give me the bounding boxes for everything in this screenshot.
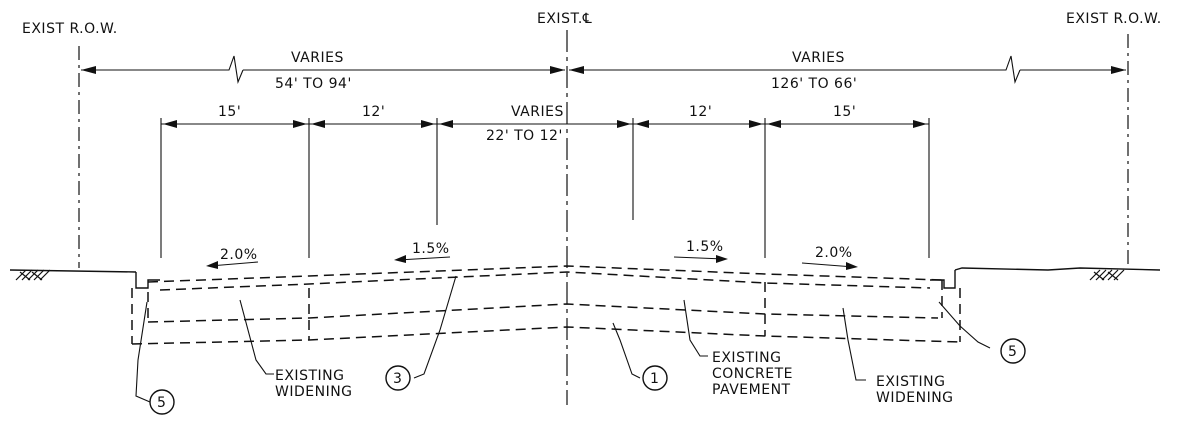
shoulder-left-width: 15' xyxy=(218,104,241,120)
overall-dimension-left xyxy=(81,55,565,85)
existing-widening-right-2: WIDENING xyxy=(876,390,954,406)
slope-left-outer: 2.0% xyxy=(220,247,258,263)
pavement-section xyxy=(131,265,961,345)
existing-concrete-1: EXISTING xyxy=(712,350,781,366)
existing-concrete-3: PAVEMENT xyxy=(712,382,791,398)
callout-5-left: 5 xyxy=(149,389,175,415)
overall-dimension-right xyxy=(569,55,1126,85)
shoulder-right-width: 15' xyxy=(833,104,856,120)
lane-dimension-line xyxy=(161,120,929,128)
centerline-label: EXIST.℄ xyxy=(537,11,592,27)
callout-3: 3 xyxy=(385,365,411,391)
callout-leaders xyxy=(135,275,991,403)
svg-text:5: 5 xyxy=(157,395,166,411)
slope-right-outer-arrow xyxy=(801,262,858,270)
row-right-label: EXIST R.O.W. xyxy=(1066,11,1162,27)
slope-left-inner: 1.5% xyxy=(412,241,450,257)
center-range: 22' TO 12' xyxy=(486,128,563,144)
slope-left-outer-arrow xyxy=(206,261,259,269)
existing-widening-left-1: EXISTING xyxy=(275,368,344,384)
slope-left-inner-arrow xyxy=(394,255,451,263)
existing-widening-right-1: EXISTING xyxy=(876,374,945,390)
center-varies: VARIES xyxy=(511,104,564,120)
left-overall-varies: VARIES xyxy=(291,50,344,66)
ground-left xyxy=(9,269,137,281)
right-overall-range: 126' TO 66' xyxy=(771,76,857,92)
lane-right-width: 12' xyxy=(689,104,712,120)
ground-right xyxy=(954,267,1161,281)
svg-text:1: 1 xyxy=(650,371,659,387)
slope-right-inner: 1.5% xyxy=(686,239,724,255)
left-overall-range: 54' TO 94' xyxy=(275,76,352,92)
right-overall-varies: VARIES xyxy=(792,50,845,66)
svg-text:5: 5 xyxy=(1008,344,1017,360)
existing-concrete-2: CONCRETE xyxy=(712,366,793,382)
slope-right-outer: 2.0% xyxy=(815,245,853,261)
lane-left-width: 12' xyxy=(362,104,385,120)
callout-1: 1 xyxy=(642,365,668,391)
existing-widening-left-2: WIDENING xyxy=(275,384,353,400)
callout-5-right: 5 xyxy=(1000,338,1026,364)
row-left-label: EXIST R.O.W. xyxy=(22,21,118,37)
extension-lines xyxy=(160,118,930,258)
svg-text:3: 3 xyxy=(393,371,402,387)
slope-right-inner-arrow xyxy=(673,255,728,263)
